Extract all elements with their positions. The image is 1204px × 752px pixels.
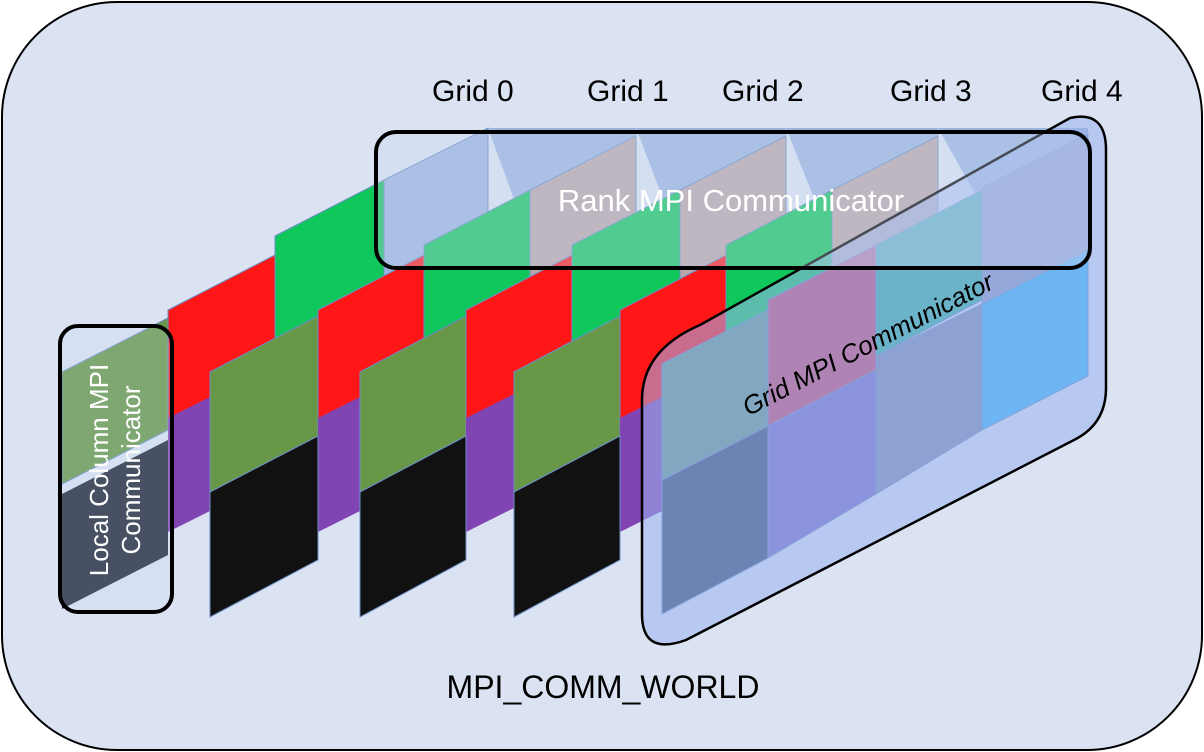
grid-3-label: Grid 3 — [890, 75, 972, 108]
grid-2-label: Grid 2 — [722, 75, 804, 108]
grid-1-tile-purple — [318, 392, 370, 532]
grid-4-label: Grid 4 — [1041, 75, 1123, 108]
grid-communicator-box — [640, 115, 1108, 646]
grid-1-tile-black — [209, 435, 319, 618]
grid-0-label: Grid 0 — [432, 75, 514, 108]
rank-communicator-box — [374, 130, 1092, 270]
local-column-label-line2: Communicator — [116, 385, 146, 554]
grid-2-tile-purple — [466, 391, 520, 532]
grid-0-tile-purple — [168, 391, 222, 532]
grid-1-label: Grid 1 — [587, 75, 669, 108]
local-column-label-line1: Local Column MPI — [84, 364, 114, 576]
grid-2-tile-black — [359, 435, 467, 618]
rank-communicator-label: Rank MPI Communicator — [558, 183, 904, 218]
grid-0-tile-dark — [62, 440, 168, 609]
local-column-communicator-label: Local Column MPI Communicator — [84, 364, 146, 576]
mpi-comm-world-label: MPI_COMM_WORLD — [447, 669, 760, 705]
local-column-communicator-box — [58, 324, 174, 614]
grid-3-tile-black — [513, 435, 621, 618]
